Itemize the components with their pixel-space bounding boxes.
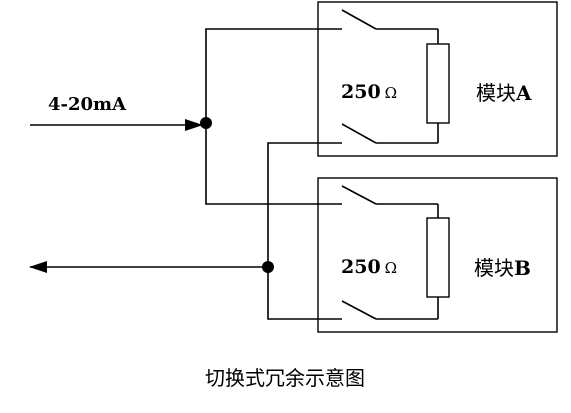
- output-wire-from-b: [267, 267, 318, 320]
- module-b-label: 模块B: [474, 256, 531, 280]
- module-b-lower-switch: [341, 300, 377, 320]
- module-b-resistor: [426, 217, 450, 298]
- input-signal-label: 4-20mA: [48, 94, 127, 115]
- module-a-lower-switch: [341, 123, 377, 144]
- input-wire-to-b: [205, 123, 318, 205]
- diagram-caption: 切换式冗余示意图: [205, 366, 365, 390]
- output-wiring: [29, 142, 318, 320]
- module-a-label: 模块A: [476, 81, 532, 105]
- module-b-upper-switch: [341, 185, 377, 205]
- module-a-resistor: [426, 43, 450, 124]
- module-a-upper-switch: [341, 9, 377, 30]
- input-wire-to-a: [205, 28, 318, 123]
- output-wire-from-a: [267, 142, 318, 267]
- input-wiring: 4-20mA: [30, 28, 318, 205]
